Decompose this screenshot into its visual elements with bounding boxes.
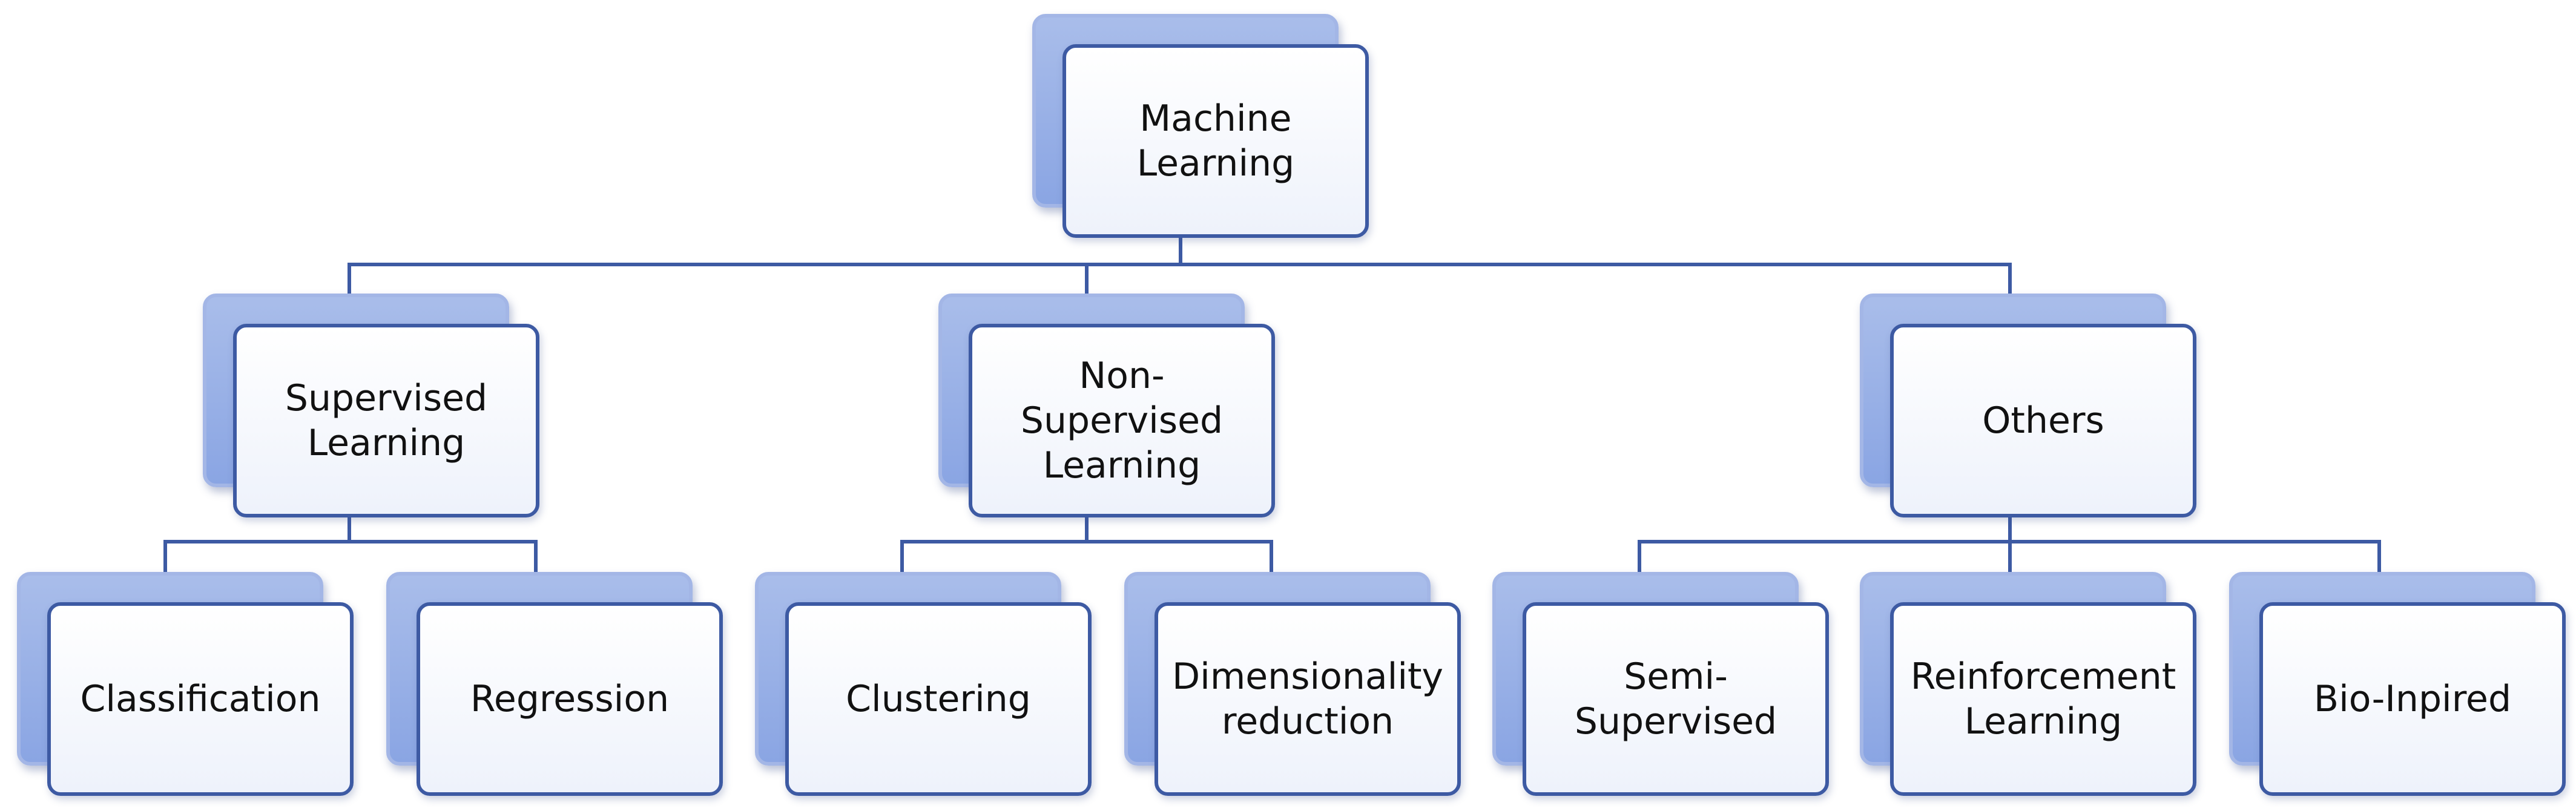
node-dimensionality-reduction: Dimensionality reduction (1124, 572, 1461, 796)
node-card: Supervised Learning (233, 324, 539, 517)
node-classification: Classification (17, 572, 354, 796)
node-card: Clustering (785, 602, 1092, 796)
node-card: Non- Supervised Learning (969, 324, 1275, 517)
node-label: Non- Supervised Learning (1020, 355, 1224, 487)
node-supervised-learning: Supervised Learning (203, 294, 539, 517)
node-label: Bio-Inpired (2313, 678, 2512, 720)
node-card: Reinforcement Learning (1890, 602, 2196, 796)
node-others: Others (1860, 294, 2196, 517)
node-label: Clustering (846, 678, 1031, 720)
node-label: Classification (80, 678, 321, 720)
node-non-supervised-learning: Non- Supervised Learning (938, 294, 1275, 517)
node-card: Machine Learning (1062, 44, 1369, 238)
node-label: Semi- Supervised (1574, 655, 1777, 743)
node-machine-learning: Machine Learning (1032, 14, 1369, 238)
node-card: Bio-Inpired (2259, 602, 2566, 796)
node-card: Others (1890, 324, 2196, 517)
node-label: Dimensionality reduction (1171, 655, 1444, 743)
node-reinforcement-learning: Reinforcement Learning (1860, 572, 2196, 796)
node-label: Reinforcement Learning (1910, 655, 2176, 743)
node-card: Dimensionality reduction (1155, 602, 1461, 796)
node-label: Supervised Learning (285, 377, 488, 464)
node-card: Regression (417, 602, 723, 796)
node-label: Machine Learning (1136, 97, 1295, 185)
node-label: Regression (470, 678, 670, 720)
node-clustering: Clustering (755, 572, 1092, 796)
node-card: Classification (47, 602, 354, 796)
node-semi-supervised: Semi- Supervised (1492, 572, 1829, 796)
node-label: Others (1982, 399, 2104, 442)
node-bio-inpired: Bio-Inpired (2229, 572, 2566, 796)
node-regression: Regression (386, 572, 723, 796)
node-card: Semi- Supervised (1523, 602, 1829, 796)
